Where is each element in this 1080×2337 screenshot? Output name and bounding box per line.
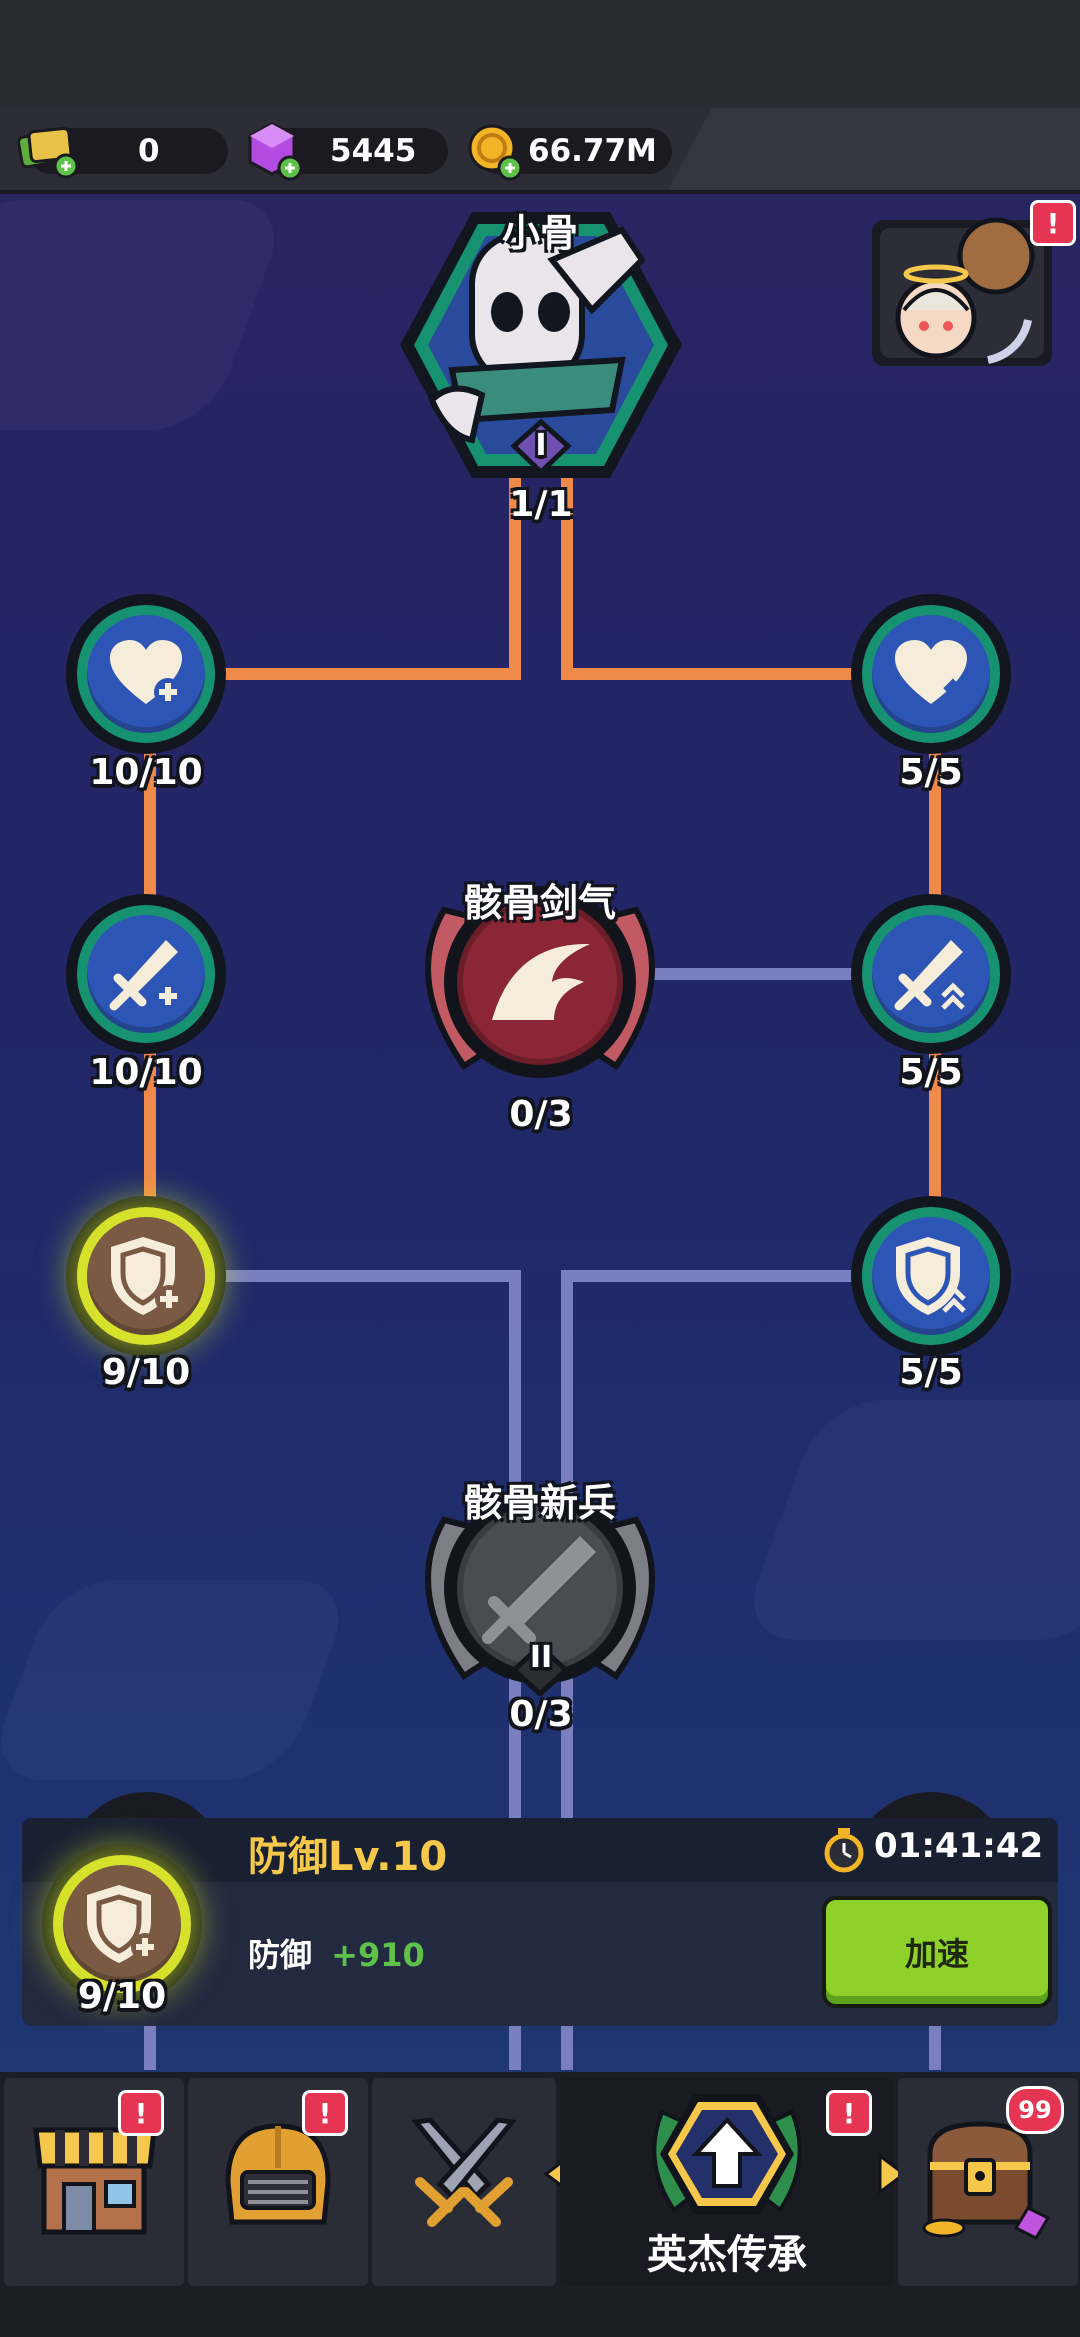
speed-up-button[interactable]: 加速 xyxy=(822,1896,1052,2008)
crossed-swords-icon xyxy=(411,2117,517,2227)
node-hp-plus[interactable] xyxy=(66,594,226,754)
ticket-icon xyxy=(17,126,79,179)
tab-battle[interactable] xyxy=(372,2078,556,2286)
resource-bar: 0 5445 66.77M xyxy=(0,108,1080,194)
node-defense-plus-progress: 9/10 xyxy=(101,1352,191,1393)
tab-hero-legacy-label: 英杰传承 xyxy=(647,2232,807,2278)
heart-up-icon xyxy=(895,640,967,704)
skill-bone-recruit-name: 骸骨新兵 xyxy=(463,1481,616,1525)
node-defense-up-progress: 5/5 xyxy=(899,1352,963,1393)
hero-name: 小骨 xyxy=(501,211,578,255)
panel-node-defense-plus xyxy=(42,1844,202,2004)
hero-progress: 1/1 xyxy=(509,484,573,525)
node-defense-up[interactable] xyxy=(851,1196,1011,1356)
upgrade-title: 防御Lv.10 xyxy=(248,1834,448,1880)
skill-bone-sword-qi-name: 骸骨剑气 xyxy=(463,881,616,925)
arrow-right-icon xyxy=(878,2153,907,2195)
upgrade-timer: 01:41:42 xyxy=(874,1826,1044,1866)
node-attack-up-progress: 5/5 xyxy=(899,1052,963,1093)
shield-plus-icon xyxy=(111,1237,183,1315)
skill-bone-recruit-progress: 0/3 xyxy=(509,1694,573,1735)
node-hp-up-progress: 5/5 xyxy=(899,752,963,793)
gold-value: 66.77M xyxy=(528,133,657,169)
skill-bone-recruit[interactable] xyxy=(404,1470,676,1696)
gold-coin-icon xyxy=(468,124,523,181)
skill-bone-recruit-tier: II xyxy=(529,1640,553,1675)
node-attack-up[interactable] xyxy=(851,894,1011,1054)
node-hp-plus-progress: 10/10 xyxy=(89,752,203,793)
shield-up-icon xyxy=(896,1237,966,1315)
tab-hero-legacy-badge: ! xyxy=(826,2090,872,2136)
stat-label: 防御 xyxy=(248,1936,313,1974)
tab-chest-badge: 99 xyxy=(1006,2086,1064,2134)
helmet-icon xyxy=(225,2123,331,2225)
node-attack-plus[interactable] xyxy=(66,894,226,1054)
panel-node-progress: 9/10 xyxy=(77,1976,167,2017)
shop-icon xyxy=(33,2127,157,2235)
purple-gem-icon xyxy=(248,122,303,181)
team-swap-alert-badge: ! xyxy=(1030,200,1076,246)
node-defense-plus[interactable] xyxy=(66,1196,226,1356)
shield-plus-icon xyxy=(87,1885,159,1963)
team-swap-button[interactable] xyxy=(868,200,1064,372)
stopwatch-icon xyxy=(824,1828,864,1873)
tab-equipment-badge: ! xyxy=(302,2090,348,2136)
tab-shop-badge: ! xyxy=(118,2090,164,2136)
tab-equipment[interactable] xyxy=(188,2078,368,2286)
ticket-value: 0 xyxy=(138,133,160,169)
status-bar-area xyxy=(0,0,1080,108)
tab-shop[interactable] xyxy=(4,2078,184,2286)
heart-plus-icon xyxy=(110,640,182,706)
hero-tier: I xyxy=(535,428,547,463)
stat-line: 防御 +910 xyxy=(248,1930,425,1976)
gem-value: 5445 xyxy=(330,133,417,169)
stat-value: +910 xyxy=(331,1936,425,1974)
node-attack-plus-progress: 10/10 xyxy=(89,1052,203,1093)
sword-up-icon xyxy=(894,940,965,1011)
node-hp-up[interactable] xyxy=(851,594,1011,754)
hero-portrait-xiaogu[interactable] xyxy=(392,200,690,490)
sword-plus-icon xyxy=(109,940,181,1011)
upgrade-arrow-icon xyxy=(652,2094,802,2214)
treasure-chest-icon xyxy=(922,2121,1051,2240)
skill-bone-sword-qi[interactable] xyxy=(404,870,676,1086)
skill-bone-sword-qi-progress: 0/3 xyxy=(509,1094,573,1135)
